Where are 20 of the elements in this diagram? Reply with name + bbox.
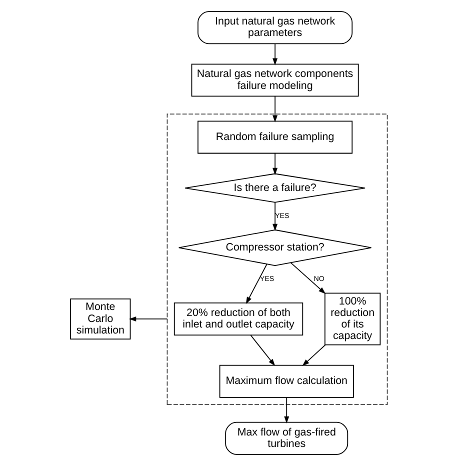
arrow: [272, 152, 278, 176]
node-box: 100% reduction of its capacity: [324, 292, 381, 346]
arrow: [272, 202, 278, 232]
arrow: [302, 344, 326, 366]
node-diamond: Is there a failure?: [184, 173, 366, 203]
arrow: [246, 264, 268, 304]
node-box: Input natural gas network parameters: [198, 11, 353, 44]
arrow: [272, 96, 278, 122]
node-box: Random failure sampling: [198, 120, 353, 154]
arrow: [272, 43, 278, 66]
node-box: Monte Carlo simulation: [70, 298, 131, 340]
node-box: Natural gas network components failure modeling: [191, 64, 359, 97]
arrow: [290, 262, 326, 294]
node-box: Max flow of gas-fired turbines: [225, 422, 348, 455]
node-box: Maximum flow calculation: [219, 364, 354, 398]
arrow: [129, 316, 168, 322]
arrow: [250, 334, 276, 366]
arrow: [284, 397, 290, 424]
node-diamond: Compressor station?: [178, 229, 372, 266]
node-box: 20% reduction of both inlet and outlet capacity: [174, 302, 304, 336]
